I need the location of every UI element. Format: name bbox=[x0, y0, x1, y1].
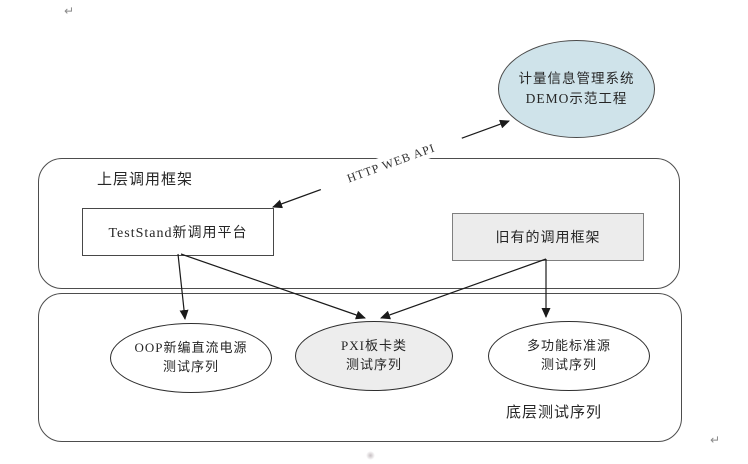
oop-dc-power-sequence-ellipse: OOP新编直流电源 测试序列 bbox=[110, 323, 272, 393]
oop-dc-power-line2: 测试序列 bbox=[162, 359, 219, 374]
system-ellipse-line2: DEMO示范工程 bbox=[525, 91, 628, 106]
multifunction-calibrator-sequence-ellipse: 多功能标准源 测试序列 bbox=[488, 321, 650, 391]
teststand-box-label: TestStand新调用平台 bbox=[108, 226, 248, 241]
multifunction-calibrator-line2: 测试序列 bbox=[540, 357, 597, 372]
system-ellipse-line1: 计量信息管理系统 bbox=[518, 71, 635, 87]
oop-dc-power-line1: OOP新编直流电源 bbox=[134, 340, 248, 356]
pxi-board-line2: 测试序列 bbox=[345, 357, 402, 372]
lower-frame-label: 底层测试序列 bbox=[506, 405, 603, 421]
canvas-anchor-mark bbox=[366, 451, 375, 460]
paragraph-return-mark-top: ↵ bbox=[64, 4, 75, 18]
multifunction-calibrator-line1: 多功能标准源 bbox=[526, 338, 611, 354]
system-ellipse: 计量信息管理系统 DEMO示范工程 bbox=[498, 40, 655, 138]
legacy-framework-box: 旧有的调用框架 bbox=[452, 213, 644, 261]
legacy-framework-box-label: 旧有的调用框架 bbox=[495, 231, 601, 246]
pxi-board-line1: PXI板卡类 bbox=[341, 338, 407, 354]
upper-frame-label: 上层调用框架 bbox=[97, 172, 194, 188]
pxi-board-sequence-ellipse: PXI板卡类 测试序列 bbox=[295, 321, 453, 391]
teststand-box: TestStand新调用平台 bbox=[82, 208, 274, 256]
paragraph-return-mark-bottom: ↵ bbox=[710, 433, 721, 447]
